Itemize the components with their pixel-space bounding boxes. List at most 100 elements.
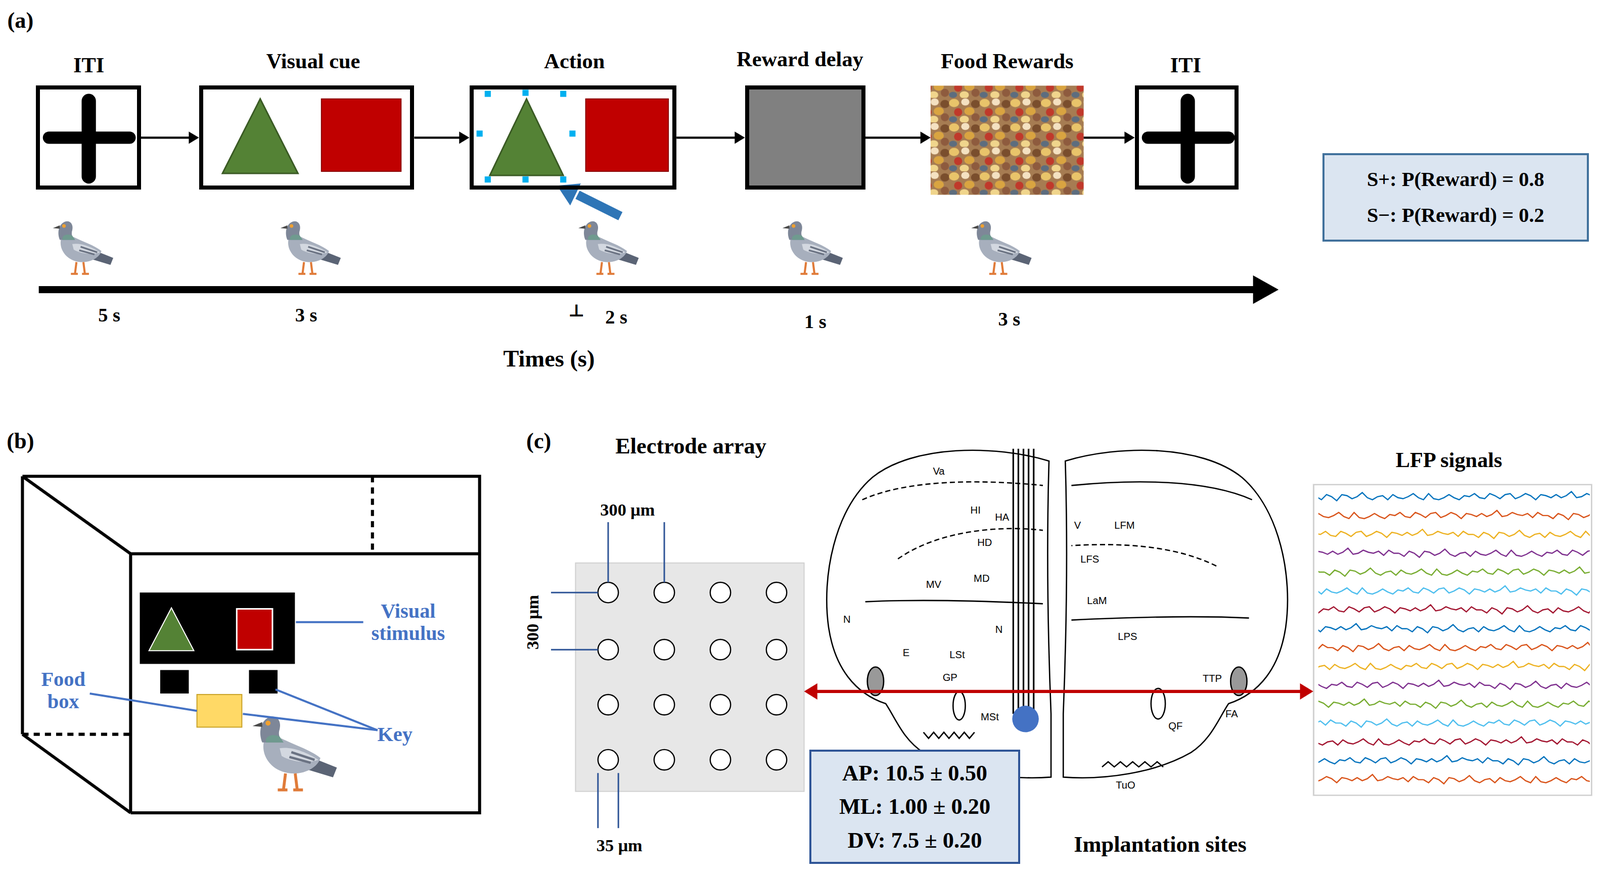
region-label: HI (970, 504, 981, 516)
electrode-grid-part-part (654, 639, 675, 660)
lfp-traces-part-part-part (1318, 755, 1498, 765)
action-shapes-part (489, 99, 564, 176)
box-heading: ITI (73, 53, 105, 78)
brain-section-part (1071, 481, 1252, 500)
iti-cross (42, 94, 136, 185)
timeline-arrow-part (1253, 275, 1279, 304)
brain-section-part (1063, 450, 1288, 779)
region-label: TTP (1202, 672, 1222, 684)
box-text: AP: 10.5 ± 0.50 (842, 760, 988, 786)
dimension-lines-part (607, 522, 610, 583)
arrow-head (804, 683, 818, 700)
lfp-traces-part-part-part (1407, 623, 1590, 633)
lfp-traces-part-part-part (1318, 623, 1408, 633)
lfp-traces-part-part-part (1415, 699, 1590, 709)
target-dot (1012, 705, 1039, 733)
electrode-shanks-part (1022, 448, 1025, 715)
panel-letter: (c) (526, 428, 552, 453)
electrode-grid-part-part (766, 582, 787, 603)
iti-cross (1141, 94, 1236, 185)
lfp-traces-part-part-part (1318, 642, 1333, 652)
region-label: E (902, 647, 910, 659)
pigeon-row-part (971, 221, 1032, 274)
food-box (197, 694, 243, 728)
lfp-traces-part-part (1318, 585, 1590, 596)
box-text: DV: 7.5 ± 0.20 (847, 828, 983, 853)
leader-lines (89, 622, 378, 731)
selection-dots-part (476, 130, 483, 137)
response-keys (160, 669, 278, 694)
flow-arrow (1083, 131, 1135, 144)
lfp-traces-part-part-part (1398, 547, 1590, 558)
lfp-traces-part-part (1318, 737, 1590, 747)
lfp-traces-part (1318, 491, 1590, 784)
region-label: N (995, 623, 1003, 635)
region-label: LSt (949, 649, 965, 661)
electrode-grid-part-part (654, 694, 675, 715)
reward-box: Food Rewards (930, 85, 1084, 195)
lfp-traces-part-part (1318, 623, 1590, 633)
box-text: S+: P(Reward) = 0.8 (1366, 168, 1545, 191)
iti-box: ITI (1134, 85, 1240, 190)
arrow-head (734, 131, 745, 144)
region-label: LPS (1117, 630, 1137, 643)
lfp-traces-part-part-part (1547, 510, 1590, 520)
region-label: MV (926, 578, 942, 590)
dimension-label: 300 μm (523, 595, 543, 650)
lfp-traces-part-part-part (1318, 491, 1590, 501)
lfp-traces-part-part (1318, 510, 1590, 520)
stimulus-screen (140, 592, 296, 664)
part-label: Visual stimulus (371, 599, 445, 645)
flow-arrow (865, 131, 931, 144)
action-shapes-part (585, 99, 669, 172)
electrode-grid-part-part (654, 582, 675, 603)
time-label: 3 s (295, 304, 318, 326)
region-label: N (843, 613, 851, 625)
brain-section-part (1071, 544, 1217, 566)
lfp-traces-part-part-part (1572, 737, 1590, 747)
box-heading: Reward delay (736, 47, 864, 72)
cue-shapes (222, 99, 401, 174)
selection-dots-part (522, 89, 529, 97)
region-label: QF (1168, 720, 1183, 732)
lfp-traces-part-part (1318, 755, 1590, 765)
cursor-mark: ⊥ (568, 301, 585, 321)
electrode-grid-part (598, 582, 787, 770)
electrode-shanks-part (1017, 448, 1020, 715)
dimension-label: 300 μm (600, 500, 655, 520)
action-shapes-part (577, 194, 621, 216)
electrode-shanks-part (1012, 448, 1015, 715)
connector-line (865, 136, 922, 139)
cue-shapes-part (321, 99, 401, 172)
lfp-traces-part-part-part (1423, 774, 1590, 784)
brain-section-part (1071, 616, 1249, 621)
stimulus-screen-part (236, 608, 273, 650)
leader-lines-part (89, 693, 198, 711)
iti-cross-part (42, 131, 136, 144)
selection-dots-part (560, 90, 567, 98)
time-label: 5 s (98, 304, 121, 326)
lfp-traces-part-part (1318, 774, 1590, 784)
lfp-traces-part-part-part (1324, 567, 1590, 577)
selection-dots-part (484, 176, 491, 183)
pigeon-row-part (578, 221, 639, 274)
electrode-grid (575, 563, 804, 792)
lfp-traces-part-part-part (1318, 604, 1482, 614)
box-heading: Food Rewards (940, 49, 1074, 74)
coordinate-box: AP: 10.5 ± 0.50ML: 1.00 ± 0.20DV: 7.5 ± … (809, 749, 1021, 864)
pigeon (252, 716, 338, 791)
stimulus-screen-part (149, 607, 195, 651)
lfp-traces-part-part (1318, 699, 1590, 709)
delay-box: Reward delay (745, 85, 866, 190)
flow-arrow (141, 131, 200, 144)
brain-section-part (952, 691, 966, 720)
flow-arrow (414, 131, 470, 144)
box-text: S−: P(Reward) = 0.2 (1366, 204, 1545, 227)
response-keys-part (249, 669, 279, 694)
axis-label: Times (s) (503, 346, 595, 373)
electrode-grid-part-part (598, 582, 619, 603)
dimension-label: 35 μm (596, 836, 643, 856)
chamber-box (22, 476, 480, 813)
flow-arrow (676, 131, 745, 144)
